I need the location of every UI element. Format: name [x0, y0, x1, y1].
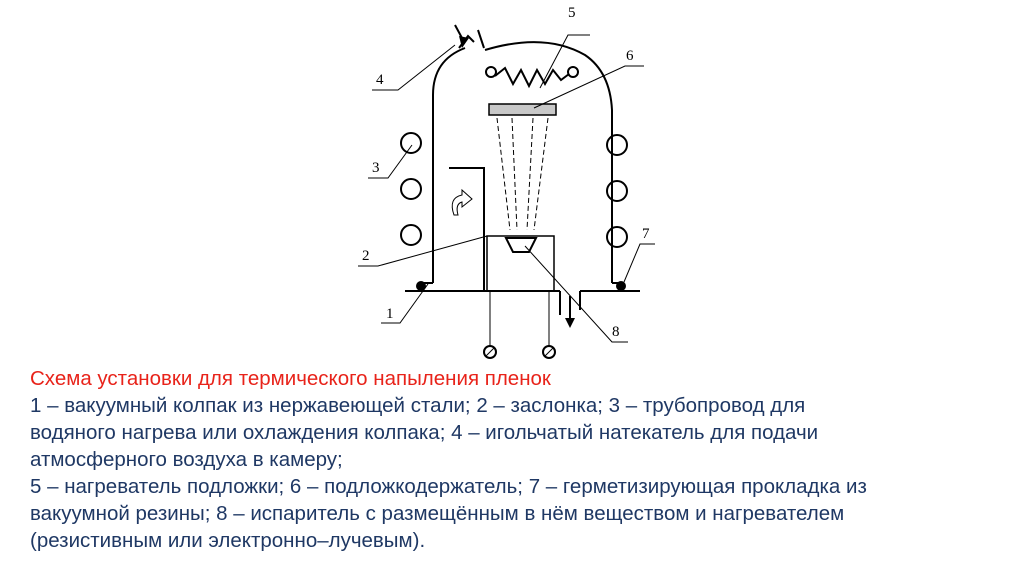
coil-left-1 [400, 132, 422, 154]
caption-line: 1 – вакуумный колпак из нержавеющей стал… [30, 394, 806, 417]
caption-line: атмосферного воздуха в камеру; [30, 448, 343, 471]
caption-line: вакуумной резины; 8 – испаритель с разме… [30, 502, 845, 525]
label-1: 1 [386, 306, 394, 322]
heater-terminal-right [567, 66, 579, 78]
coil-right-1 [606, 134, 628, 156]
label-2: 2 [362, 248, 370, 264]
figure-caption: Схема установки для термического напылен… [30, 365, 1010, 554]
heater-terminal-left [485, 66, 497, 78]
electrode-terminal-left [483, 345, 497, 359]
vapor-line-1 [496, 117, 511, 231]
label-5: 5 [568, 5, 576, 21]
bell-jar-left-wall [432, 47, 466, 283]
leader-6 [533, 65, 644, 109]
leader-4 [372, 44, 456, 91]
needle-valve-arrow-icon [459, 36, 469, 48]
leader-8 [524, 245, 628, 343]
terminal-left-cross [485, 347, 495, 357]
bell-jar-dome [484, 41, 613, 283]
caption-line: 5 – нагреватель подложки; 6 – подложкоде… [30, 475, 867, 498]
leader-1 [381, 283, 429, 324]
coil-left-3 [400, 224, 422, 246]
label-6: 6 [626, 48, 634, 64]
electrode-terminal-right [542, 345, 556, 359]
label-4: 4 [376, 72, 384, 88]
leader-2 [358, 235, 488, 267]
coil-left-2 [400, 178, 422, 200]
leader-5 [539, 34, 590, 89]
coil-right-2 [606, 180, 628, 202]
coil-right-3 [606, 226, 628, 248]
substrate-holder [488, 103, 557, 116]
evaporator-box [486, 235, 555, 292]
shutter [449, 167, 485, 291]
pump-arrow-icon [565, 318, 575, 328]
leader-7 [623, 243, 655, 283]
caption-title: Схема установки для термического напылен… [30, 367, 551, 390]
vapor-line-2 [511, 117, 518, 231]
terminal-right-cross [544, 347, 554, 357]
caption-body: 1 – вакуумный колпак из нержавеющей стал… [30, 392, 1010, 554]
caption-line: (резистивным или электронно–лучевым). [30, 529, 426, 552]
label-8: 8 [612, 324, 620, 340]
shutter-rotation-arrow-icon [451, 188, 473, 216]
label-3: 3 [372, 160, 380, 176]
evaporator-crucible [504, 237, 538, 253]
leader-3 [368, 144, 413, 179]
vapor-line-4 [533, 117, 549, 231]
heater-coil-icon [494, 66, 570, 89]
caption-line: водяного нагрева или охлаждения колпака;… [30, 421, 819, 444]
vapor-line-3 [526, 117, 534, 231]
label-7: 7 [642, 226, 650, 242]
